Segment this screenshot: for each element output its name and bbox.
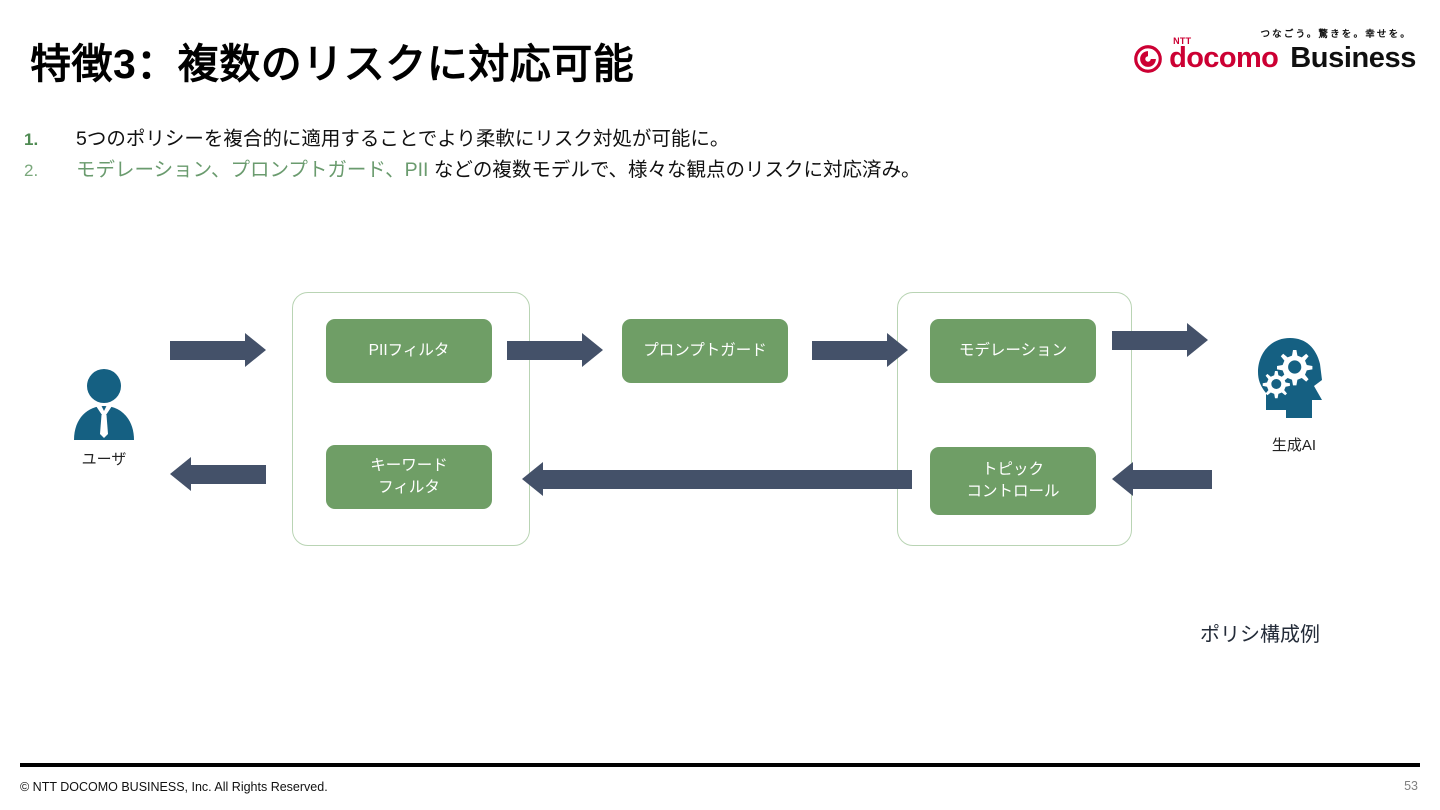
page-number: 53 <box>1404 779 1418 793</box>
node-topic-control-line2: コントロール <box>966 483 1060 500</box>
business-person-icon <box>44 368 164 440</box>
node-keyword-filter[interactable]: キーワード フィルタ <box>326 445 492 509</box>
logo-docomo-text: docomo <box>1169 42 1279 74</box>
bullet-text-1: 5つのポリシーを複合的に適用することでより柔軟にリスク対処が可能に。 <box>76 128 730 150</box>
footer-copyright: © NTT DOCOMO BUSINESS, Inc. All Rights R… <box>20 780 328 794</box>
node-prompt-guard[interactable]: プロンプトガード <box>622 319 788 383</box>
bullet-list: 1. 5つのポリシーを複合的に適用することでより柔軟にリスク対処が可能に。 2.… <box>24 124 921 186</box>
bullet-item-2: 2. モデレーション、プロンプトガード、PII などの複数モデルで、様々な観点の… <box>24 155 921 186</box>
head-with-gears-icon <box>1234 330 1354 426</box>
logo-ntt-text: NTT <box>1173 36 1192 46</box>
brand-logo: つなごう。驚きを。幸せを。 NTT docomo Business <box>1134 26 1416 73</box>
logo-tagline: つなごう。驚きを。幸せを。 <box>1260 29 1412 40</box>
bullet-text-2: モデレーション、プロンプトガード、PII などの複数モデルで、様々な観点のリスク… <box>76 155 921 186</box>
diagram-caption: ポリシ構成例 <box>1200 624 1320 646</box>
bullet-number-2: 2. <box>24 161 39 180</box>
footer-divider <box>20 763 1420 767</box>
node-keyword-filter-line1: キーワード <box>370 457 448 474</box>
node-moderation[interactable]: モデレーション <box>930 319 1096 383</box>
endpoint-generative-ai: 生成AI <box>1234 330 1354 455</box>
node-keyword-filter-line2: フィルタ <box>378 479 440 496</box>
bullet-text-2-rest: などの複数モデルで、様々な観点のリスクに対応済み。 <box>428 159 921 181</box>
endpoint-generative-ai-label: 生成AI <box>1271 437 1317 454</box>
node-pii-filter[interactable]: PIIフィルタ <box>326 319 492 383</box>
bullet-item-1: 1. 5つのポリシーを複合的に適用することでより柔軟にリスク対処が可能に。 <box>24 124 921 155</box>
logo-docomo-wordmark: NTT docomo <box>1169 36 1279 74</box>
endpoint-user-label: ユーザ <box>81 451 127 468</box>
endpoint-user: ユーザ <box>44 368 164 469</box>
node-topic-control[interactable]: トピック コントロール <box>930 447 1096 515</box>
logo-business-text: Business <box>1290 42 1416 74</box>
node-topic-control-line1: トピック <box>981 461 1044 478</box>
bullet-text-2-highlight: モデレーション、プロンプトガード、PII <box>76 159 429 181</box>
docomo-circle-mark-icon <box>1134 44 1162 73</box>
bullet-number-1: 1. <box>24 130 39 149</box>
page-title: 特徴3：複数のリスクに対応可能 <box>30 41 635 87</box>
